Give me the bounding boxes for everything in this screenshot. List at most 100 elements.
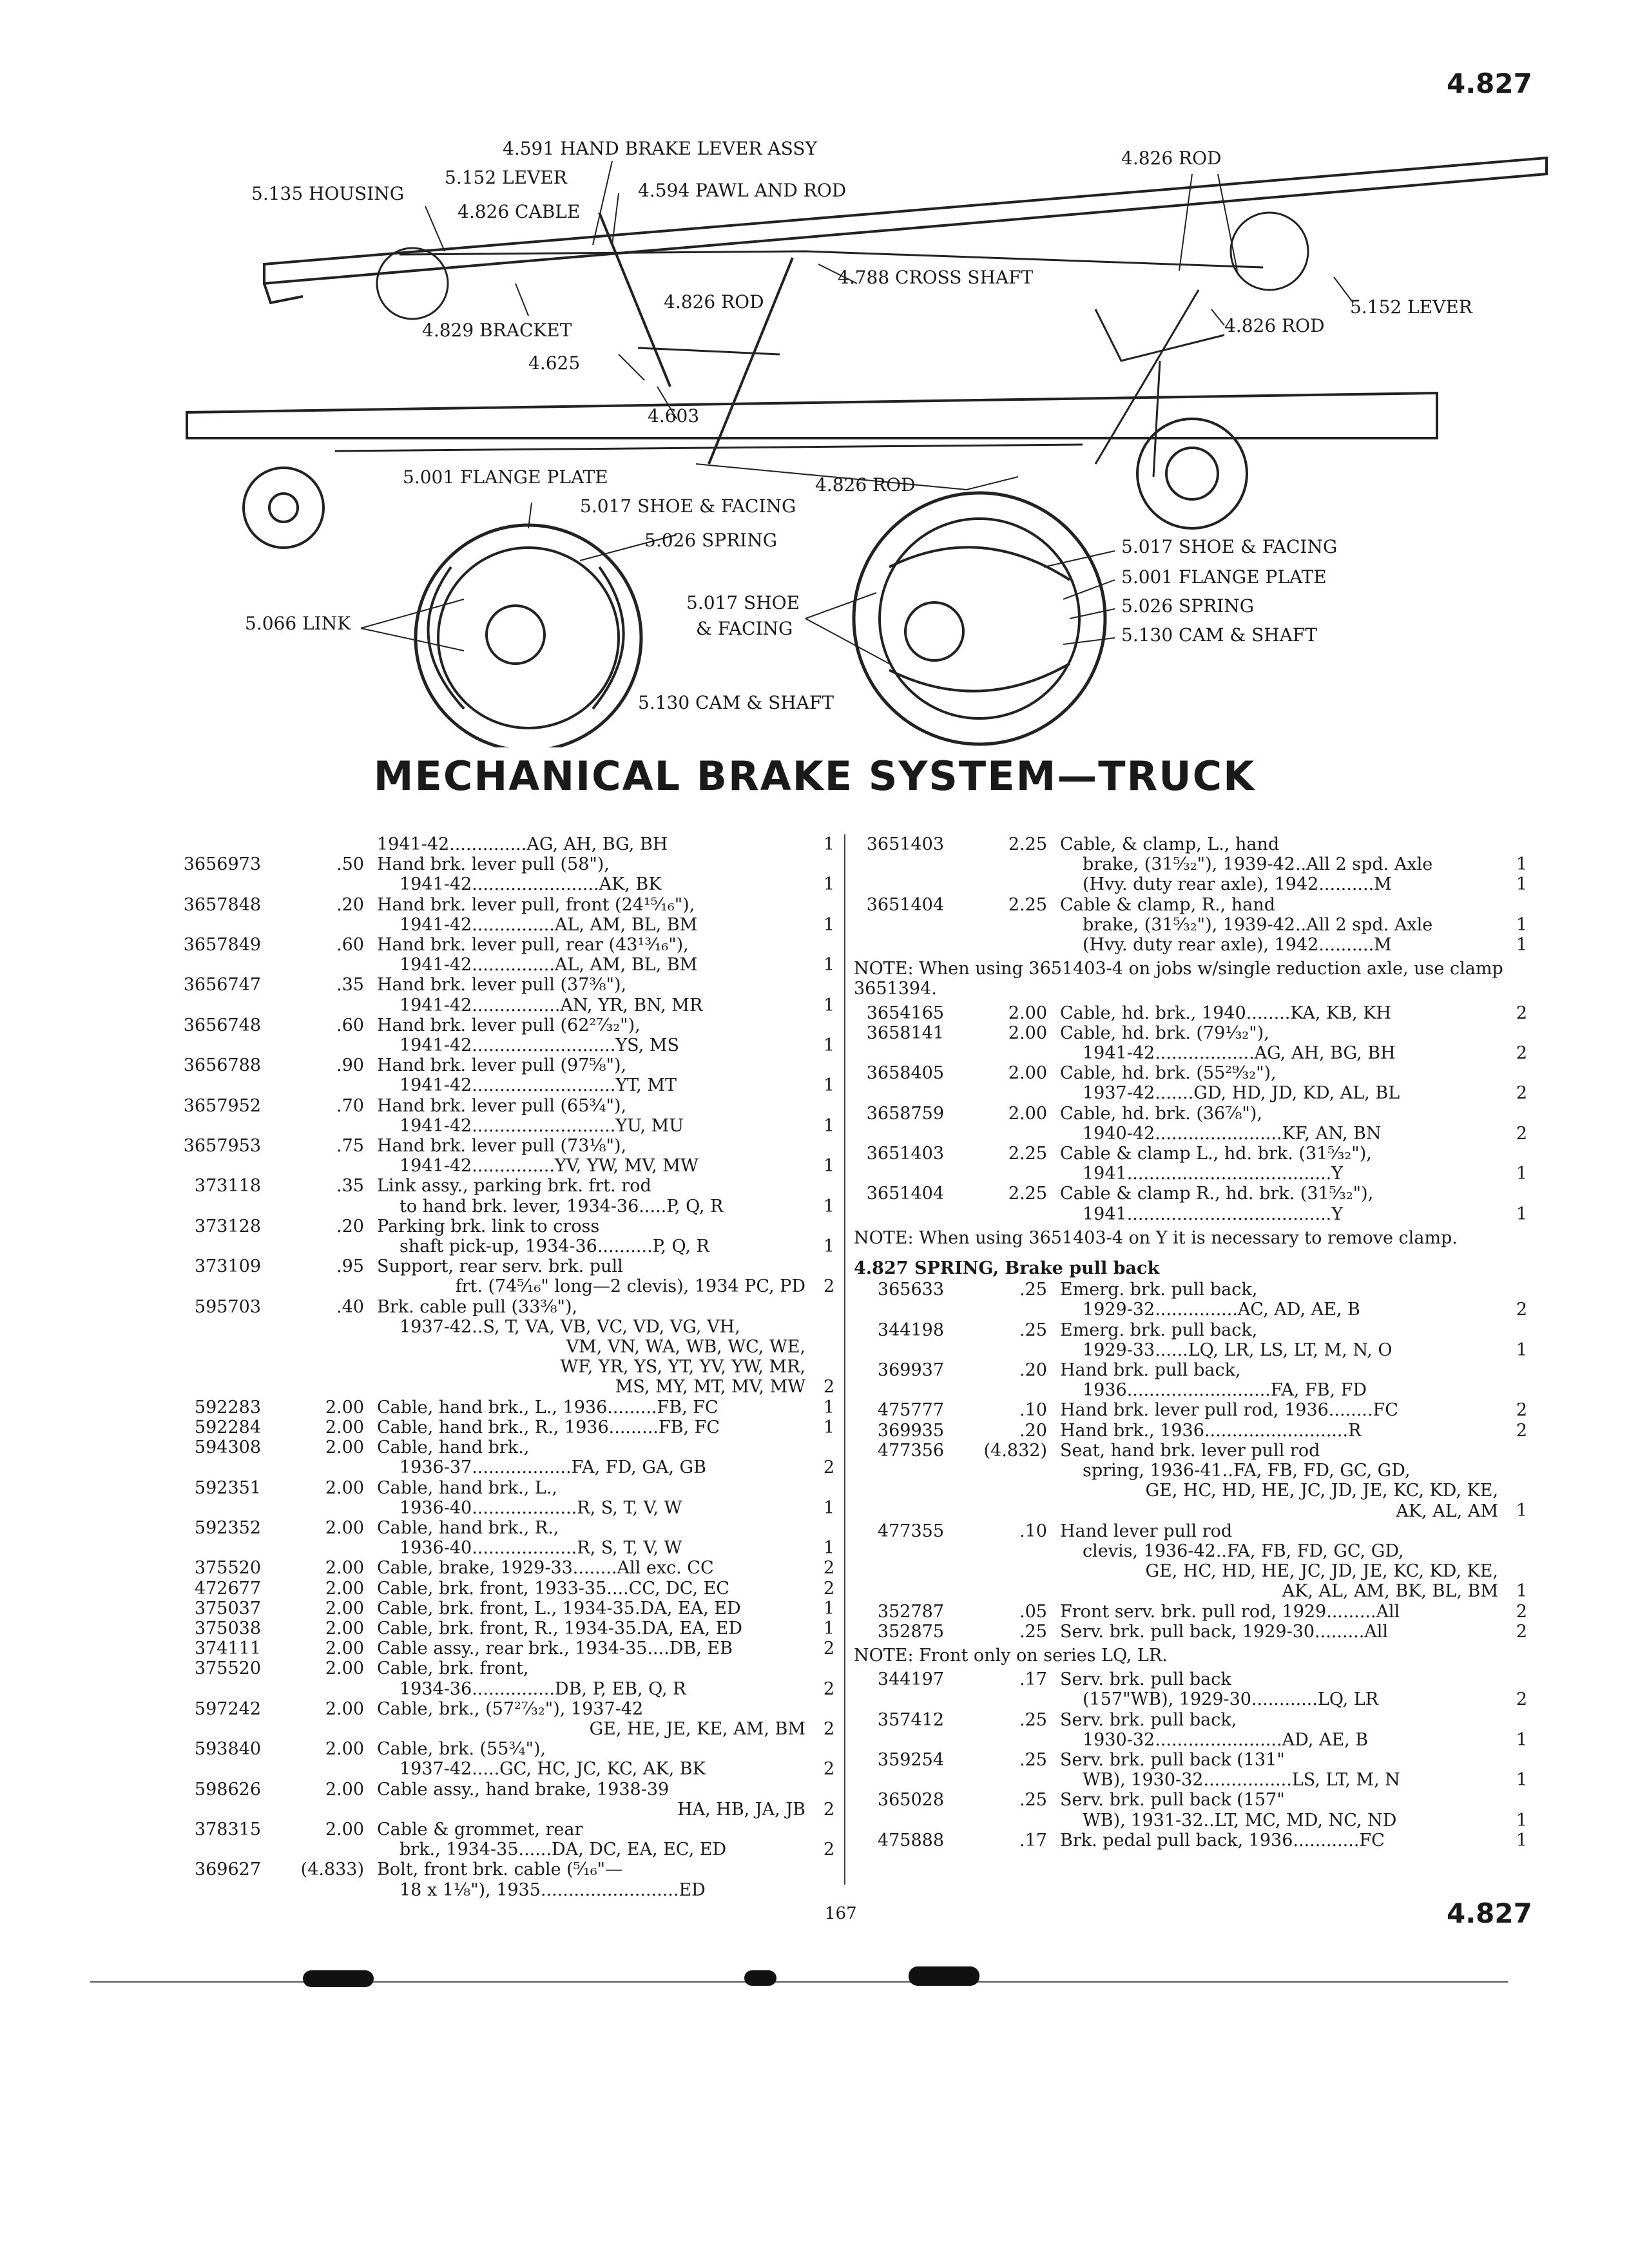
description-line: 1929-32...............AC, AD, AE, B [1083, 1300, 1360, 1320]
part-number: 3657848 [183, 894, 261, 915]
label-cross-shaft: 4.788 CROSS SHAFT [838, 267, 1034, 288]
label-4625: 4.625 [528, 352, 580, 374]
label-shoe-center-1: 5.017 SHOE [686, 592, 800, 613]
part-quantity: 2 [823, 1678, 834, 1699]
part-price: .20 [336, 1216, 364, 1236]
note-clamp: NOTE: When using 3651403-4 on jobs w/sin… [854, 959, 1503, 999]
part-quantity: 2 [823, 1799, 834, 1820]
part-quantity: 2 [1516, 1003, 1527, 1023]
part-quantity: 1 [823, 1075, 834, 1096]
part-description: Brk. cable pull (33³⁄₈"),1937-42..S, T, … [377, 1297, 805, 1398]
description-line: Cable, hand brk., R., 1936.........FB, F… [377, 1417, 720, 1437]
part-quantity: 2 [1516, 1621, 1527, 1642]
part-price: 2.00 [325, 1477, 364, 1498]
description-line: Hand brk. lever pull (37³⁄₈"), [377, 975, 627, 995]
part-description: Cable, hand brk., R., 1936.........FB, F… [377, 1418, 805, 1437]
part-number: 344197 [877, 1669, 944, 1690]
part-price: 2.00 [325, 1739, 364, 1760]
part-description: Hand brk. pull back,1936................… [1060, 1360, 1498, 1400]
part-price: .10 [1019, 1400, 1047, 1421]
part-quantity: 1 [823, 914, 834, 935]
description-line: Cable, brk. front, R., 1934-35.DA, EA, E… [377, 1618, 742, 1639]
description-line: Cable, hd. brk. (79¹⁄₃₂"), [1060, 1023, 1269, 1043]
part-quantity: 1 [823, 834, 834, 854]
description-line: Front serv. brk. pull rod, 1929.........… [1060, 1601, 1400, 1622]
part-number: 3657849 [183, 935, 261, 956]
description-line: 1937-42.....GC, HC, JC, KC, AK, BK [400, 1759, 706, 1780]
part-price: 2.00 [1008, 1103, 1047, 1124]
description-line: Hand brk. lever pull (73¹⁄₈"), [377, 1136, 627, 1157]
part-quantity: 1 [823, 1598, 834, 1619]
part-quantity: 2 [1516, 1083, 1527, 1104]
part-quantity: 2 [823, 1558, 834, 1579]
part-quantity: 1 [1516, 1164, 1527, 1184]
description-line: brk., 1934-35......DA, DC, EA, EC, ED [400, 1840, 727, 1860]
description-line: Cable, brake, 1929-33........All exc. CC [377, 1558, 714, 1579]
part-description: Front serv. brk. pull rod, 1929.........… [1060, 1602, 1498, 1622]
part-entry: 592284 2.00 Cable, hand brk., R., 1936....… [171, 1418, 834, 1437]
description-line: 1934-36...............DB, P, EB, Q, R [400, 1678, 686, 1699]
part-price: 2.00 [325, 1658, 364, 1679]
description-line: Cable, hand brk., L., [377, 1477, 557, 1498]
part-number: 3657952 [183, 1095, 261, 1116]
part-entry: 375520 2.00 Cable, brk. front,1934-36.....… [171, 1658, 834, 1698]
part-number: 3658759 [866, 1103, 944, 1124]
part-description: Serv. brk. pull back(157"WB), 1929-30...… [1060, 1669, 1498, 1709]
part-number: 594308 [194, 1437, 261, 1458]
part-number: 378315 [194, 1819, 261, 1840]
label-rod-middle: 4.826 ROD [664, 291, 764, 312]
description-line: Cable, brk., (57²⁷⁄₃₂"), 1937-42 [377, 1698, 644, 1719]
part-description: Cable, brake, 1929-33........All exc. CC [377, 1558, 805, 1578]
part-description: Hand brk. lever pull (73¹⁄₈"),1941-42...… [377, 1136, 805, 1176]
description-line: (157"WB), 1929-30............LQ, LR [1083, 1689, 1379, 1710]
part-price: 2.00 [325, 1417, 364, 1437]
description-line: Hand brk. lever pull (65³⁄₄"), [377, 1095, 627, 1116]
part-price: .25 [1019, 1790, 1047, 1811]
description-line: Emerg. brk. pull back, [1060, 1320, 1258, 1340]
description-line: Hand brk. lever pull, rear (43¹³⁄₁₆"), [377, 935, 689, 956]
part-description: Serv. brk. pull back (131"WB), 1930-32..… [1060, 1750, 1498, 1790]
label-link: 5.066 LINK [245, 613, 351, 634]
description-line: Cable & grommet, rear [377, 1819, 583, 1840]
part-number: 592284 [194, 1417, 261, 1437]
part-number: 477355 [877, 1521, 944, 1541]
description-line: 1941....................................… [1083, 1164, 1344, 1184]
part-number: 365028 [877, 1790, 944, 1811]
description-line: Hand brk. lever pull (58"), [377, 854, 610, 875]
description-line: Hand brk. lever pull (62²⁷⁄₃₂"), [377, 1015, 641, 1035]
description-line: Serv. brk. pull back, [1060, 1709, 1237, 1730]
part-price: .70 [336, 1095, 364, 1116]
description-line: 1929-33......LQ, LR, LS, LT, M, N, O [1083, 1340, 1393, 1360]
description-line: 1936-40...................R, S, T, V, W [400, 1538, 682, 1559]
description-line: brake, (31⁵⁄₃₂"), 1939-42..All 2 spd. Ax… [1083, 854, 1433, 875]
part-description: Cable assy., rear brk., 1934-35....DB, E… [377, 1639, 805, 1658]
description-line: frt. (74⁵⁄₁₆" long—2 clevis), 1934 PC, P… [455, 1276, 805, 1297]
part-number: 375520 [194, 1658, 261, 1679]
part-description: Cable, brk. front,1934-36...............… [377, 1658, 805, 1698]
part-quantity: 1 [823, 1236, 834, 1257]
part-quantity: 1 [1516, 1204, 1527, 1224]
part-quantity: 1 [1516, 1830, 1527, 1850]
label-rod-top: 4.826 ROD [1121, 148, 1222, 169]
part-description: Cable & clamp L., hd. brk. (31⁵⁄₃₂"),194… [1060, 1144, 1498, 1184]
part-price: 2.00 [325, 1517, 364, 1538]
description-line: GE, HC, HD, HE, JC, JD, JE, KC, KD, KE, [1145, 1481, 1498, 1501]
part-price: .95 [336, 1256, 364, 1277]
note-remove-clamp: NOTE: When using 3651403-4 on Y it is ne… [854, 1227, 1458, 1248]
part-number: 344198 [877, 1320, 944, 1340]
